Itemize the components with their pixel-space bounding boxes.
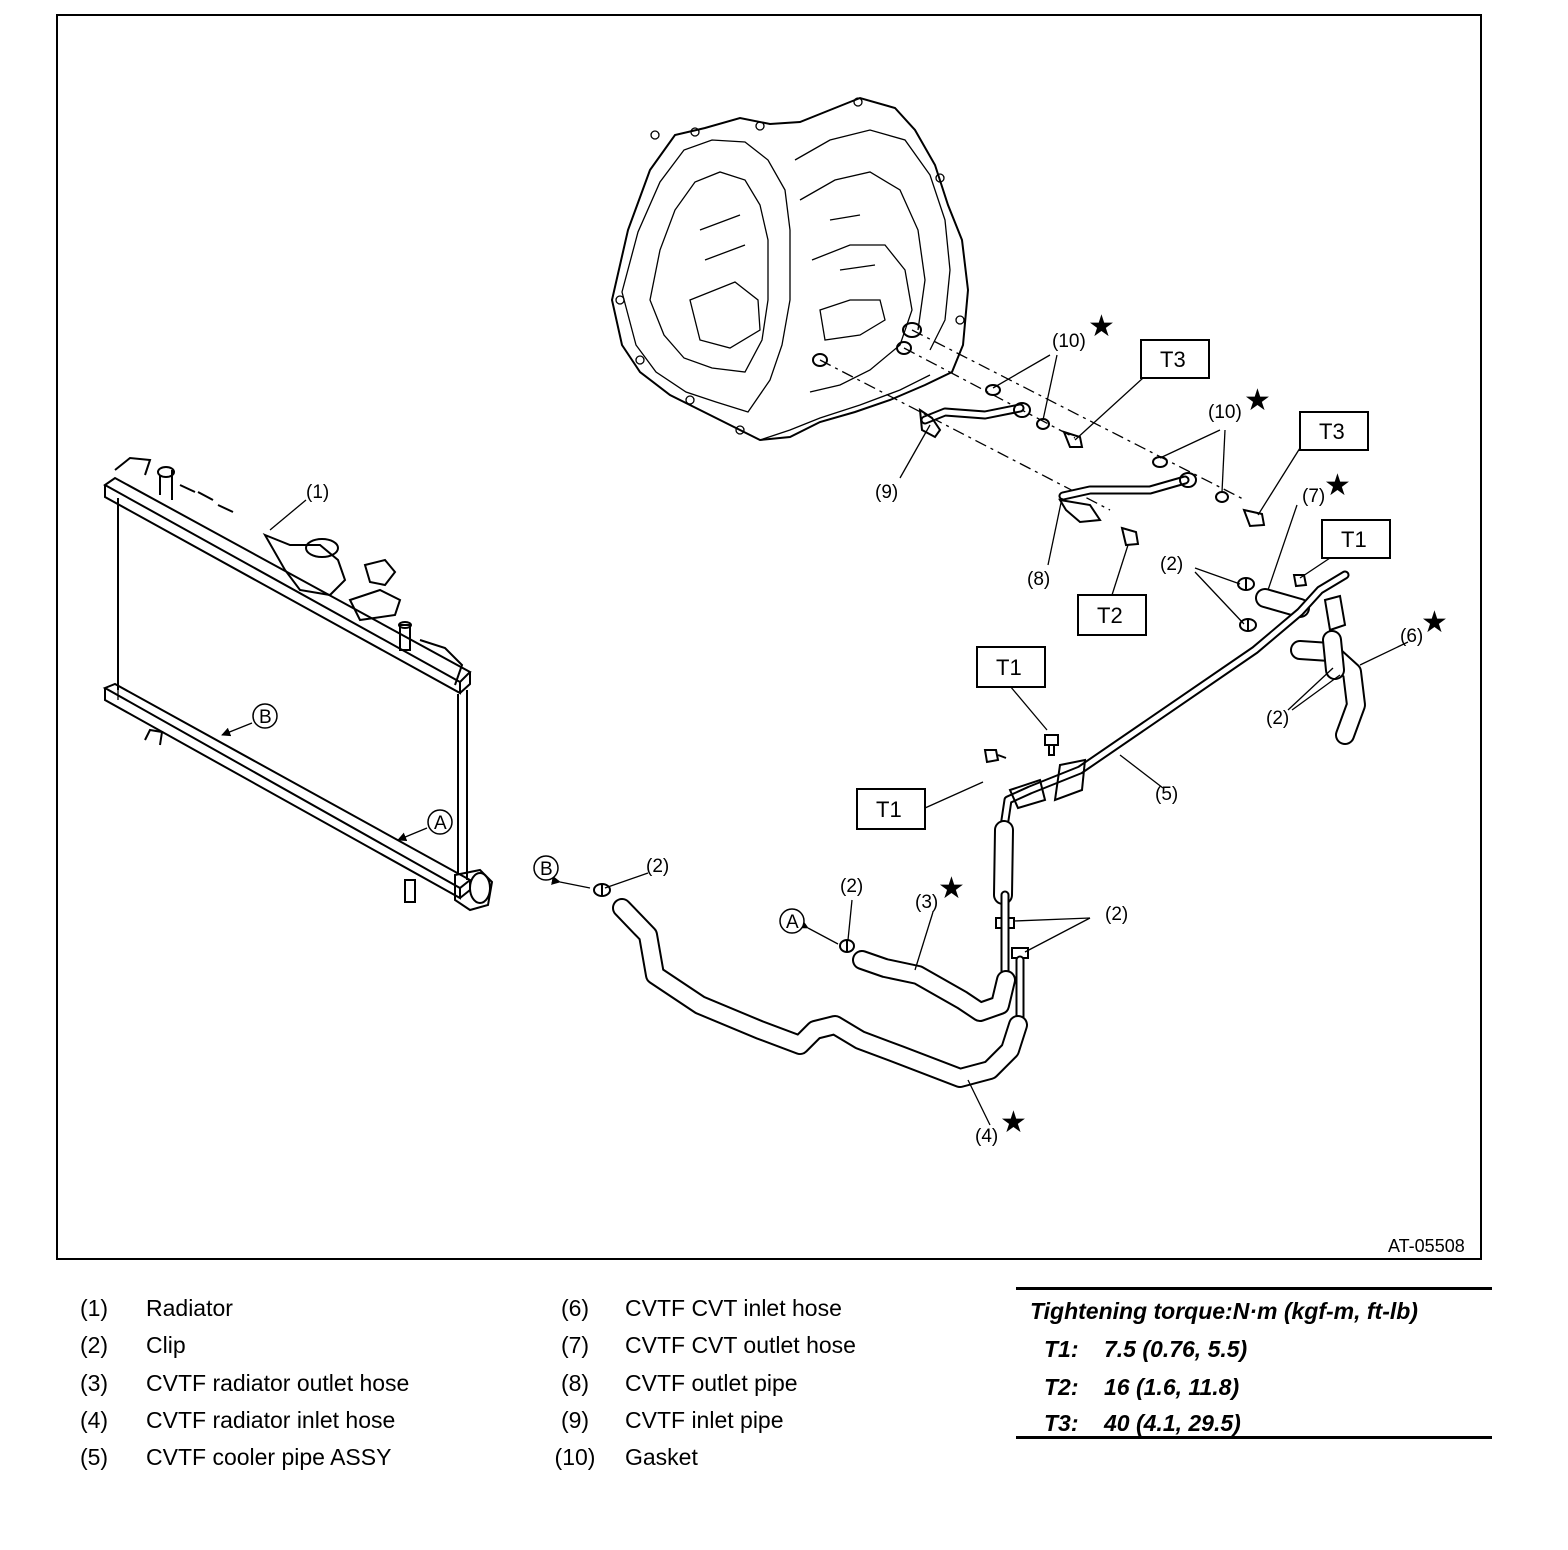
legend-number: (9) (560, 1407, 590, 1433)
torque-key-t3: T3: (1044, 1410, 1079, 1436)
transmission-case-drawing (610, 96, 970, 442)
callout-10-lower: (10) (1208, 402, 1242, 423)
legend-number: (10) (554, 1444, 596, 1470)
legend-label: CVTF radiator inlet hose (146, 1407, 396, 1433)
legend-label: CVTF CVT inlet hose (625, 1295, 842, 1321)
legend-label: CVTF radiator outlet hose (146, 1370, 410, 1396)
legend-number: (4) (79, 1407, 109, 1433)
callout-2-pair: (2) (1105, 904, 1128, 925)
star-icon: ★ (938, 872, 965, 905)
star-icon: ★ (1000, 1106, 1027, 1139)
torque-box-t3-lower: T3 (1319, 419, 1345, 444)
legend-label: CVTF cooler pipe ASSY (146, 1444, 392, 1470)
torque-table-title: Tightening torque:N·m (kgf-m, ft-lb) (1030, 1298, 1418, 1324)
torque-value-t2: 16 (1.6, 11.8) (1104, 1374, 1240, 1400)
callout-1: (1) (306, 482, 329, 503)
legend-number: (3) (79, 1370, 109, 1396)
radiator-drawing (102, 456, 494, 912)
torque-box-t2: T2 (1097, 603, 1123, 628)
torque-box-t1-right: T1 (1341, 527, 1367, 552)
torque-key-t1: T1: (1044, 1336, 1079, 1362)
legend-label: CVTF CVT outlet hose (625, 1332, 856, 1358)
star-icon: ★ (1421, 606, 1448, 639)
callout-2-right: (2) (1266, 708, 1289, 729)
connection-mark-b-radiator: B (259, 707, 272, 728)
diagram-frame (56, 14, 1482, 1260)
legend-label: Radiator (146, 1295, 233, 1321)
star-icon: ★ (1088, 310, 1115, 343)
callout-5: (5) (1155, 784, 1178, 805)
torque-value-t1: 7.5 (0.76, 5.5) (1104, 1336, 1248, 1362)
legend-number: (2) (79, 1332, 109, 1358)
callout-2-center: (2) (840, 876, 863, 897)
callout-6: (6) (1400, 626, 1423, 647)
connection-mark-a-radiator: A (434, 813, 447, 834)
legend-label: Gasket (625, 1444, 698, 1470)
callout-4: (4) (975, 1126, 998, 1147)
torque-table: Tightening torque:N·m (kgf-m, ft-lb) T1:… (1016, 1287, 1492, 1439)
callout-9: (9) (875, 482, 898, 503)
torque-key-t2: T2: (1044, 1374, 1079, 1400)
callout-10-upper: (10) (1052, 331, 1086, 352)
legend-number: (6) (560, 1295, 590, 1321)
legend-number: (8) (560, 1370, 590, 1396)
callout-3: (3) (915, 892, 938, 913)
figure-code: AT-05508 (1388, 1236, 1465, 1256)
torque-box-t1-middle: T1 (996, 655, 1022, 680)
star-icon: ★ (1324, 469, 1351, 502)
connection-mark-b-hose: B (540, 859, 553, 880)
callout-7: (7) (1302, 486, 1325, 507)
torque-value-t3: 40 (4.1, 29.5) (1104, 1410, 1241, 1436)
callout-8: (8) (1027, 569, 1050, 590)
legend-label: CVTF outlet pipe (625, 1370, 798, 1396)
torque-box-t1-left: T1 (876, 797, 902, 822)
star-icon: ★ (1244, 384, 1271, 417)
legend-number: (7) (560, 1332, 590, 1358)
callout-2-upper: (2) (1160, 554, 1183, 575)
legend-label: Clip (146, 1332, 186, 1358)
connection-mark-a-hose: A (786, 912, 799, 933)
legend-number: (5) (79, 1444, 109, 1470)
legend-label: CVTF inlet pipe (625, 1407, 784, 1433)
torque-box-t3-upper: T3 (1160, 347, 1186, 372)
callout-2-left: (2) (646, 856, 669, 877)
legend-number: (1) (79, 1295, 109, 1321)
